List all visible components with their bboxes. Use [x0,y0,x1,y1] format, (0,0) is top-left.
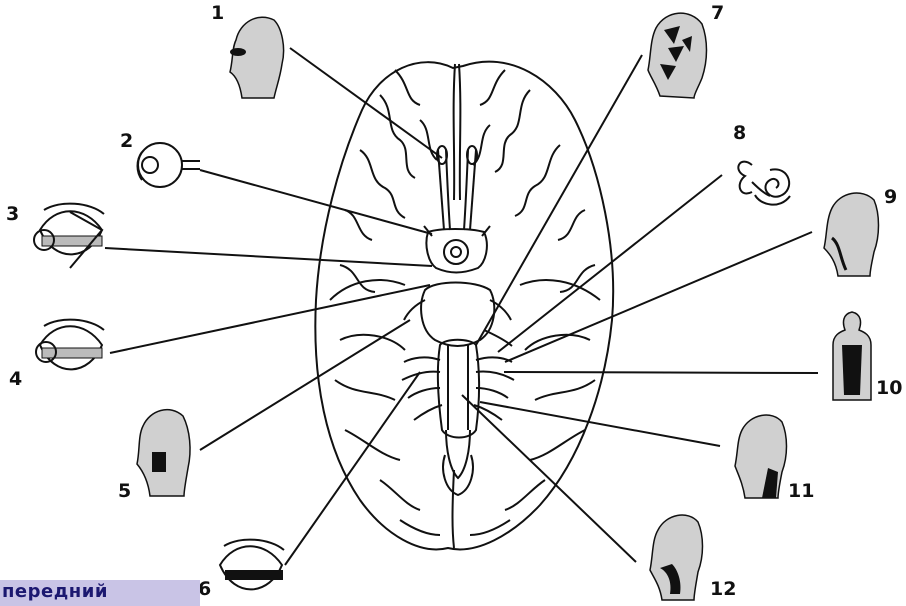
leader-lines [105,48,818,565]
label-12: 12 [710,578,736,600]
head-icon-11 [735,415,787,498]
label-7: 7 [711,2,724,24]
corner-label-text: передний [2,581,108,602]
label-8: 8 [733,122,746,144]
eyeball-icon-2 [138,143,201,187]
label-1: 1 [211,2,224,24]
label-11: 11 [788,480,814,502]
eye-muscles-icon-6 [220,540,284,590]
head-icon-5 [137,410,190,496]
torso-icon-10 [833,312,871,400]
label-2: 2 [120,130,133,152]
eye-muscles-icon-3 [34,204,104,268]
label-3: 3 [6,203,19,225]
eye-muscles-icon-4 [36,320,104,370]
brain-base-illustration [315,62,613,550]
inner-ear-icon-8 [738,162,790,205]
label-10: 10 [876,377,902,399]
head-icon-12 [650,515,703,600]
head-icon-7 [648,13,707,98]
label-5: 5 [118,480,131,502]
label-4: 4 [9,368,22,390]
head-icon-9 [824,193,879,276]
head-icon-1 [230,17,284,98]
label-9: 9 [884,186,897,208]
corner-label-box: передний [0,580,200,606]
